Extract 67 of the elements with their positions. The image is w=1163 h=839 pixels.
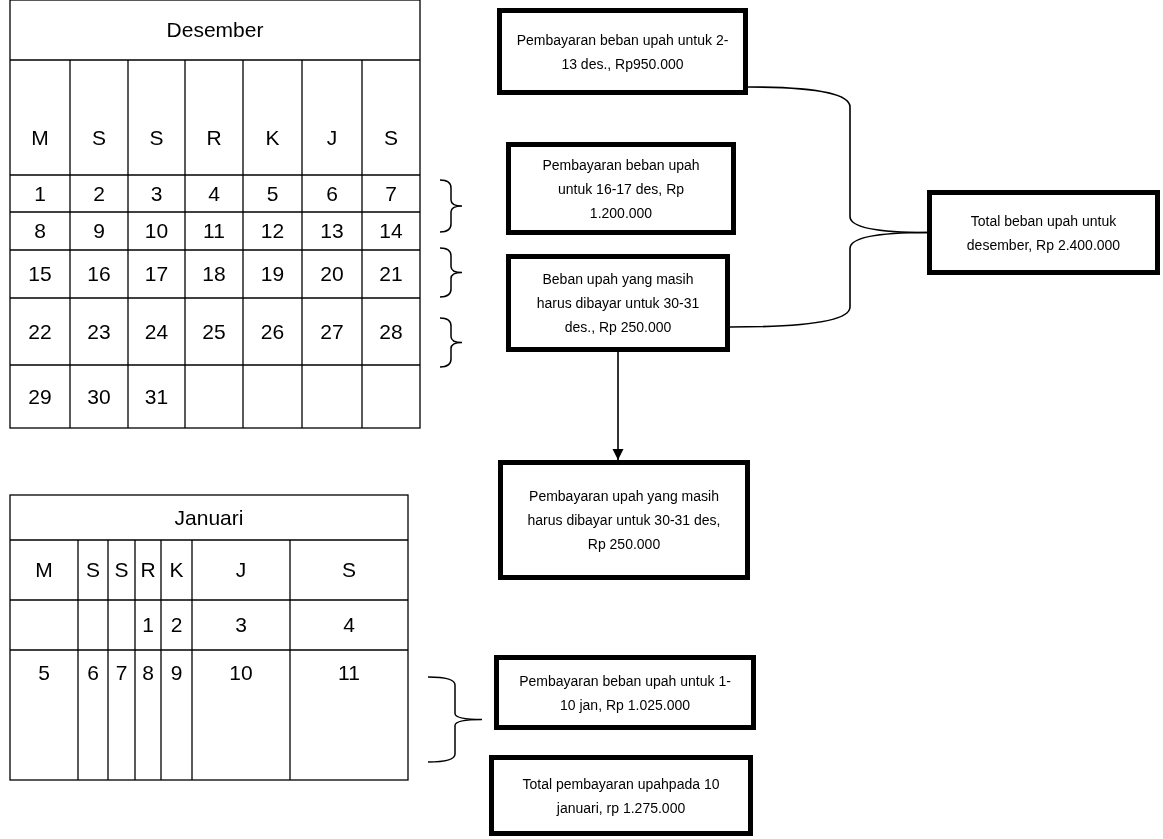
text-box: Pembayaran beban upah untuk 1-10 jan, Rp 1.025.000 [494, 655, 756, 730]
day-number: 21 [379, 262, 403, 286]
month-title: Desember [166, 18, 264, 42]
day-number: 15 [28, 262, 52, 286]
day-number: 2 [170, 613, 183, 637]
day-number: 24 [144, 319, 169, 344]
text-box: Beban upah yang masih harus dibayar untuk 30-31 des., Rp 250.000 [506, 254, 730, 352]
day-number: 6 [326, 181, 338, 206]
text-box: Pembayaran upah yang masih harus dibayar untuk 30-31 des, Rp 250.000 [498, 460, 750, 580]
weekday-header: K [265, 125, 280, 150]
day-number: 4 [208, 181, 220, 206]
text-box: Pembayaran beban upah untuk 16-17 des, Rp 1.200.000 [506, 142, 736, 235]
day-number: 31 [144, 384, 169, 409]
day-number: 9 [93, 219, 105, 243]
day-number: 5 [38, 660, 50, 685]
text-box: Total pembayaran upahpada 10 januari, rp 1.275.000 [489, 755, 753, 836]
weekday-header: R [206, 125, 222, 150]
day-number: 17 [144, 262, 169, 286]
day-number: 25 [202, 319, 226, 344]
bracket-line [729, 231, 928, 328]
weekday-header: S [384, 125, 398, 150]
text-box: Pembayaran beban upah untuk 2-13 des., Rp950.000 [497, 8, 748, 95]
day-number: 14 [379, 219, 403, 243]
day-number: 8 [34, 219, 46, 243]
day-number: 27 [320, 319, 344, 344]
day-number: 11 [203, 219, 225, 243]
day-number: 10 [144, 219, 169, 243]
day-number: 20 [320, 262, 344, 286]
day-number: 28 [379, 319, 403, 344]
day-number: 9 [170, 660, 183, 685]
weekday-header: S [114, 558, 129, 582]
day-number: 19 [260, 262, 285, 286]
day-number: 6 [87, 660, 99, 685]
day-number: 7 [385, 181, 397, 206]
weekday-header: M [35, 558, 53, 582]
day-number: 1 [142, 613, 154, 637]
day-number: 13 [320, 219, 344, 243]
day-number: 18 [202, 262, 226, 286]
day-number: 3 [150, 181, 163, 206]
day-number: 3 [235, 613, 247, 637]
weekday-header: S [86, 558, 100, 582]
arrow [612, 351, 624, 461]
day-number: 11 [338, 660, 360, 685]
day-number: 5 [266, 181, 279, 206]
day-number: 7 [115, 660, 128, 685]
weekday-header: S [342, 558, 356, 582]
day-number: 1 [34, 181, 46, 206]
day-number: 2 [93, 181, 105, 206]
weekday-header: J [235, 558, 247, 582]
weekday-header: R [140, 558, 156, 582]
weekday-header: J [326, 125, 338, 150]
day-number: 30 [87, 384, 111, 409]
day-number: 4 [343, 613, 355, 637]
day-number: 22 [28, 319, 52, 344]
weekday-header: S [92, 125, 106, 150]
day-number: 29 [28, 384, 52, 409]
day-number: 26 [260, 319, 285, 344]
text-box: Total beban upah untuk desember, Rp 2.400.000 [927, 190, 1160, 275]
day-number: 23 [87, 319, 111, 344]
weekday-header: S [149, 125, 164, 150]
day-number: 12 [260, 219, 285, 243]
day-number: 16 [87, 262, 111, 286]
month-title: Januari [174, 505, 244, 530]
day-number: 8 [142, 660, 154, 685]
day-number: 10 [229, 660, 253, 685]
weekday-header: M [31, 125, 49, 150]
weekday-header: K [169, 558, 184, 582]
